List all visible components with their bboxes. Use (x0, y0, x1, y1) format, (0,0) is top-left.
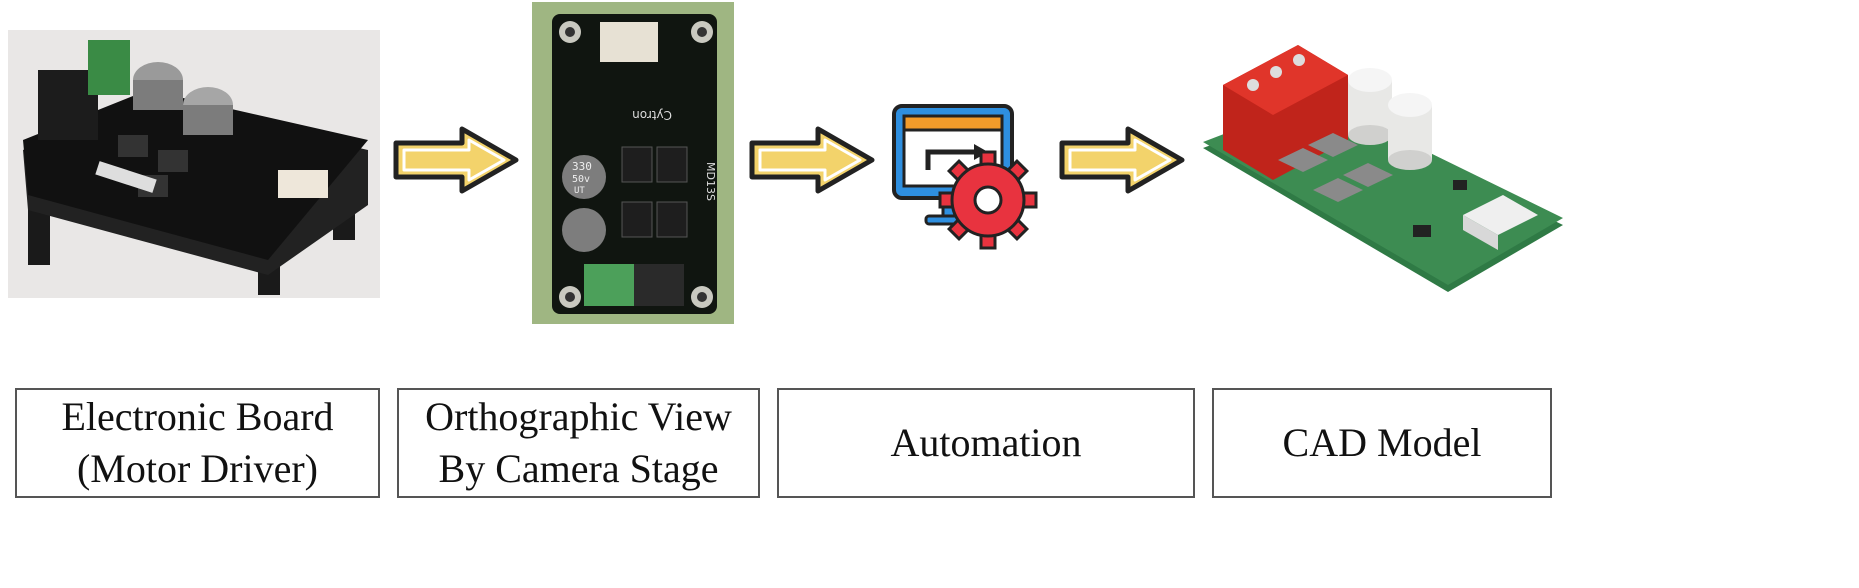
label-box-automation: Automation (777, 388, 1195, 498)
flow-arrow-1 (392, 125, 520, 195)
brand-marking: Cytron (632, 108, 672, 122)
flow-arrow-3 (1058, 125, 1186, 195)
flow-arrow-2 (748, 125, 876, 195)
cap-label-2: 50v (572, 174, 590, 185)
monitor-gear-icon (888, 100, 1040, 250)
cad-model-render (1198, 30, 1568, 300)
label-orthographic-view-line-2: By Camera Stage (438, 446, 719, 491)
label-box-orthographic-view: Orthographic View By Camera Stage (397, 388, 760, 498)
cap-label-1: 330 (572, 160, 592, 173)
label-electronic-board-line-1: Electronic Board (61, 394, 334, 439)
label-automation: Automation (890, 420, 1082, 465)
orthographic-view-photo: 330 50v UT MD13S Cytron (532, 2, 734, 324)
label-cad-model: CAD Model (1282, 420, 1482, 465)
label-box-cad-model: CAD Model (1212, 388, 1552, 498)
label-orthographic-view-line-1: Orthographic View (425, 394, 732, 439)
cap-label-3: UT (574, 186, 585, 196)
part-number: MD13S (704, 162, 717, 201)
label-box-electronic-board: Electronic Board (Motor Driver) (15, 388, 380, 498)
label-electronic-board-line-2: (Motor Driver) (76, 446, 319, 491)
electronic-board-photo (8, 30, 380, 298)
